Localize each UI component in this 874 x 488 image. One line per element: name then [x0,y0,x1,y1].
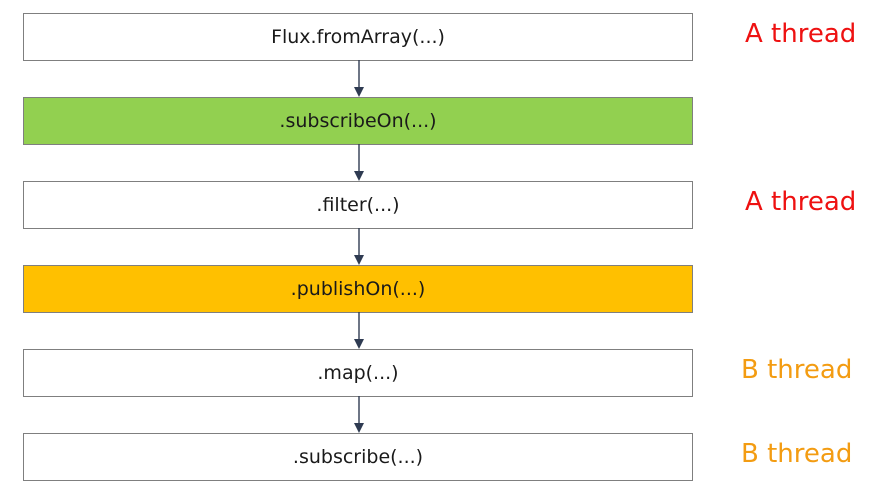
thread-label-filter: A thread [745,187,857,217]
step-label: .filter(...) [316,194,400,216]
step-map: .map(...) [23,349,693,397]
thread-label-fromarray: A thread [745,19,857,49]
step-label: .map(...) [317,362,399,384]
step-label: .subscribe(...) [292,446,424,468]
step-label: .publishOn(...) [290,278,426,300]
down-arrow-icon [354,144,364,182]
down-arrow-icon [354,396,364,434]
step-flux-fromarray: Flux.fromArray(...) [23,13,693,61]
step-filter: .filter(...) [23,181,693,229]
down-arrow-icon [354,228,364,266]
thread-label-subscribe: B thread [741,439,853,469]
step-label: .subscribeOn(...) [279,110,437,132]
step-label: Flux.fromArray(...) [271,26,445,48]
down-arrow-icon [354,60,364,98]
thread-label-map: B thread [741,355,853,385]
step-subscribeon: .subscribeOn(...) [23,97,693,145]
step-publishon: .publishOn(...) [23,265,693,313]
down-arrow-icon [354,312,364,350]
step-subscribe: .subscribe(...) [23,433,693,481]
